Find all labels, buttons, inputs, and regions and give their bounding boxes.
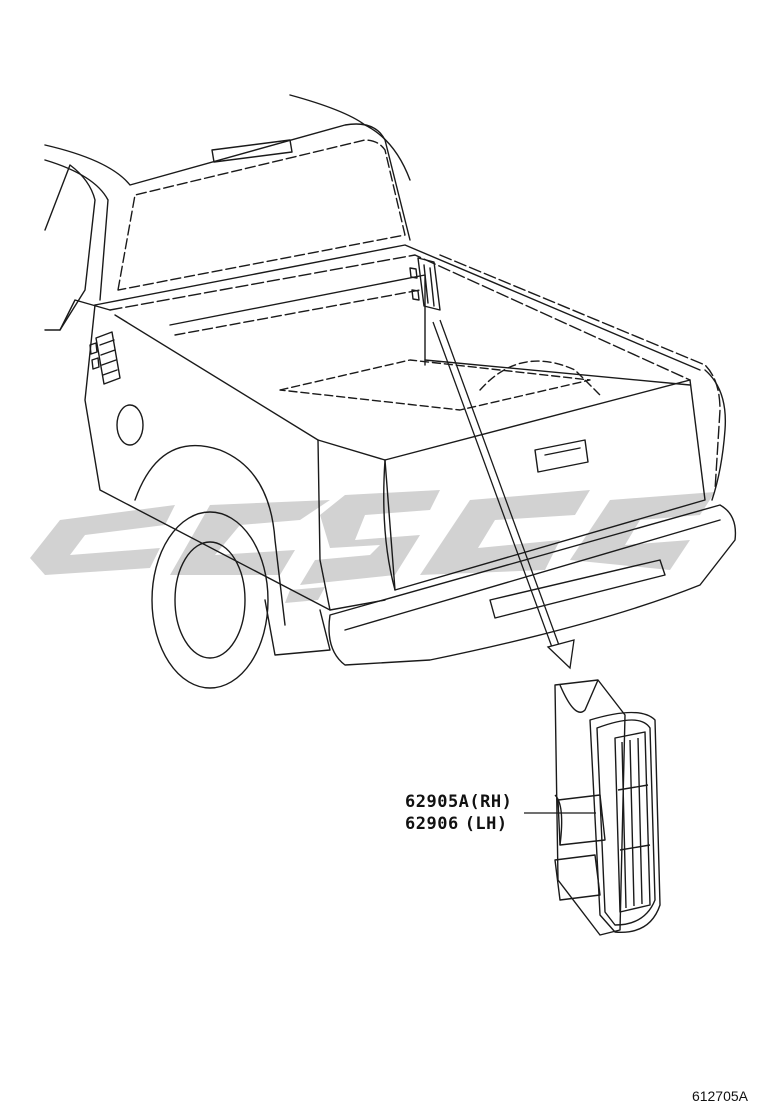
tailgate	[384, 379, 706, 591]
rear-window	[117, 139, 406, 291]
illustration-code: 612705A	[691, 1088, 748, 1104]
rear-bumper	[328, 504, 737, 666]
part-side: (RH)	[469, 792, 513, 812]
part-side: (LH)	[464, 814, 508, 834]
rear-fender-arch	[134, 444, 286, 626]
part-number: 62905A	[405, 792, 470, 812]
mud-flap	[264, 599, 331, 656]
vent-part-detail	[554, 679, 661, 936]
vent-frame-outer	[589, 711, 661, 933]
cab-roof-top	[289, 94, 411, 181]
vent-grille	[614, 731, 651, 913]
rear-wheel	[151, 511, 269, 689]
bed-floor	[279, 359, 591, 411]
vent-on-right-bedside	[409, 257, 441, 311]
part-number: 62906	[405, 814, 459, 834]
inner-wheel-well	[479, 360, 601, 396]
bed-left-side	[84, 304, 386, 611]
callout-part-lh: 62906(LH)	[405, 813, 508, 835]
vent-on-left-bedside	[89, 331, 121, 385]
cab-roof	[44, 123, 411, 241]
fuel-door	[116, 404, 144, 446]
bed-front-wall	[169, 274, 426, 366]
leader-arrow	[432, 319, 575, 670]
high-mount-stop-lamp	[211, 139, 293, 163]
cab-side	[44, 164, 96, 331]
tailgate-handle	[534, 439, 589, 473]
callout-part-rh: 62905A(RH)	[405, 791, 512, 813]
bed-rail-left	[94, 244, 701, 371]
pickup-truck-illustration	[44, 94, 737, 689]
bumper-step	[489, 559, 666, 619]
